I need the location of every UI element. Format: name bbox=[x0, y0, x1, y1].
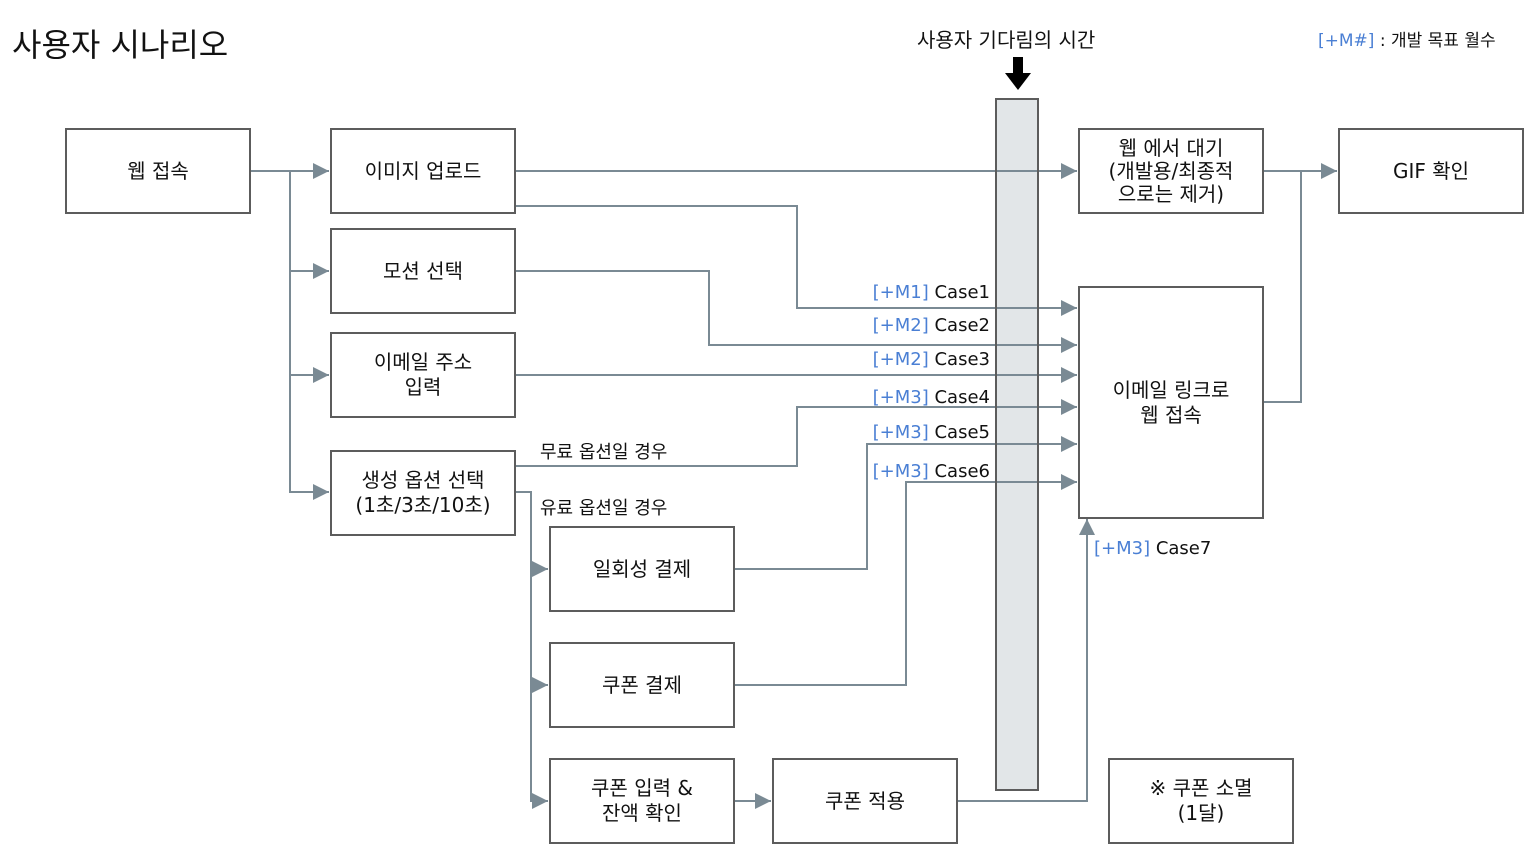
page-title: 사용자 시나리오 bbox=[12, 26, 229, 64]
image-upload-box: 이미지 업로드 bbox=[330, 128, 516, 214]
web-wait-box: 웹 에서 대기 (개발용/최종적 으로는 제거) bbox=[1078, 128, 1264, 214]
one-time-payment-box: 일회성 결제 bbox=[549, 526, 735, 612]
gif-check-box: GIF 확인 bbox=[1338, 128, 1524, 214]
email-link-box: 이메일 링크로 웹 접속 bbox=[1078, 286, 1264, 519]
coupon-input-box: 쿠폰 입력 & 잔액 확인 bbox=[549, 758, 735, 844]
waiting-time-bar-overlay bbox=[995, 98, 1039, 791]
case-label: [+M3] Case6 bbox=[872, 461, 990, 482]
generation-option-box: 생성 옵션 선택 (1초/3초/10초) bbox=[330, 450, 516, 536]
paid-option-label: 유료 옵션일 경우 bbox=[540, 498, 668, 519]
legend-tag: [+M#] bbox=[1318, 31, 1375, 51]
email-input-box: 이메일 주소 입력 bbox=[330, 332, 516, 418]
free-option-label: 무료 옵션일 경우 bbox=[540, 442, 668, 463]
case-label: [+M3] Case7 bbox=[1094, 538, 1212, 559]
legend: [+M#] : 개발 목표 월수 bbox=[1318, 26, 1496, 51]
coupon-payment-box: 쿠폰 결제 bbox=[549, 642, 735, 728]
wait-time-label: 사용자 기다림의 시간 bbox=[917, 28, 1096, 52]
arrow-down-icon bbox=[1005, 57, 1031, 90]
motion-select-box: 모션 선택 bbox=[330, 228, 516, 314]
case-label: [+M1] Case1 bbox=[872, 282, 990, 303]
case-label: [+M2] Case3 bbox=[872, 349, 990, 370]
coupon-apply-box: 쿠폰 적용 bbox=[772, 758, 958, 844]
coupon-expire-box: ※ 쿠폰 소멸 (1달) bbox=[1108, 758, 1294, 844]
web-access-box: 웹 접속 bbox=[65, 128, 251, 214]
case-label: [+M2] Case2 bbox=[872, 315, 990, 336]
case-label: [+M3] Case5 bbox=[872, 422, 990, 443]
legend-text: : 개발 목표 월수 bbox=[1374, 31, 1496, 51]
case-label: [+M3] Case4 bbox=[872, 387, 990, 408]
